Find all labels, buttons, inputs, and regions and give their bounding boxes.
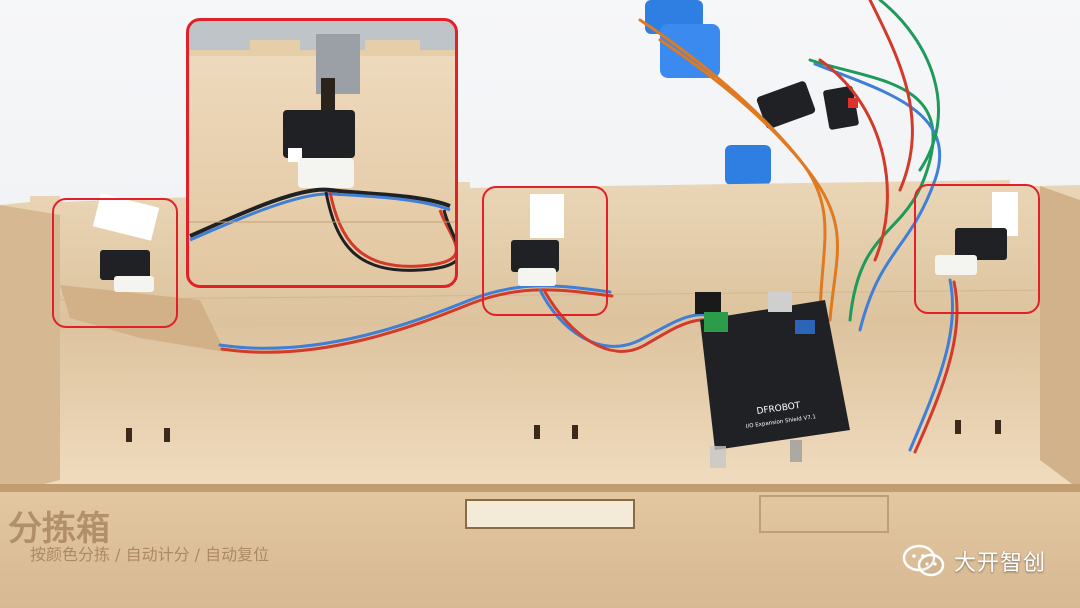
box-left-wall [0, 205, 60, 495]
limit-switch-right [935, 192, 1018, 275]
box-engraving-top: 分拣箱 [8, 509, 110, 549]
callout-right-switch [914, 184, 1040, 314]
limit-switch-left [92, 193, 160, 292]
servo-cluster [645, 0, 859, 185]
watermark: 大开智创 [902, 544, 1046, 578]
loose-wood-piece [60, 285, 225, 352]
limit-switch-middle [511, 194, 564, 286]
callout-zoom-inset [186, 18, 458, 288]
callout-left-switch [52, 198, 178, 328]
io-expansion-board: DFROBOT I/O Expansion Shield V7.1 [695, 292, 850, 468]
floor-slots [126, 420, 1001, 442]
box-engraving-bottom: 按颜色分拣 / 自动计分 / 自动复位 [30, 545, 269, 564]
box-right-wall [1040, 186, 1080, 490]
zoom-inset [188, 20, 456, 286]
watermark-brand-text: 大开智创 [953, 551, 1046, 576]
box-floor [0, 318, 1080, 490]
callout-middle-switch [482, 186, 608, 316]
wechat-icon [902, 544, 945, 577]
box-front-wall [0, 484, 1080, 608]
front-window-slot [465, 499, 635, 529]
